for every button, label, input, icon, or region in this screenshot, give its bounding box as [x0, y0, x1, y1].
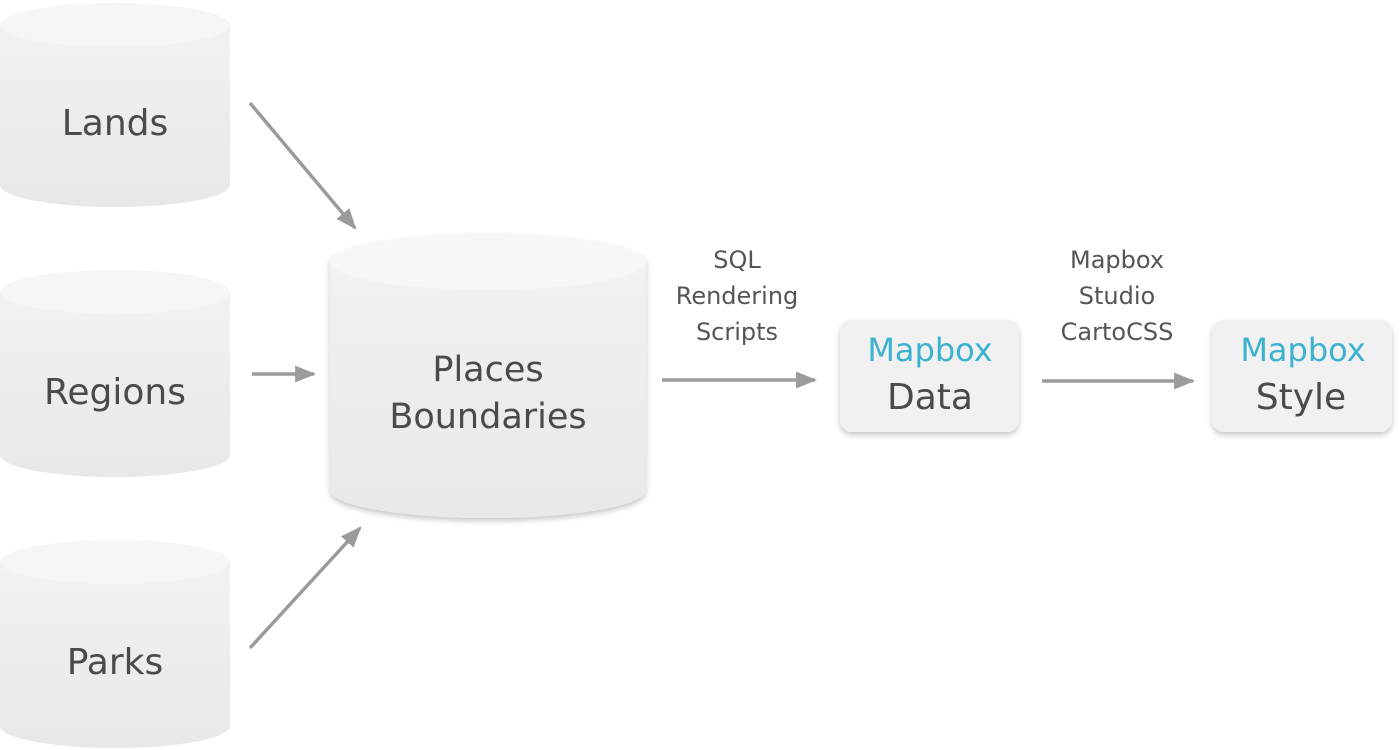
edge-label-cartocss: CartoCSS — [1061, 318, 1174, 346]
mapbox-data-brand: Mapbox — [867, 331, 992, 369]
hub-label-line2: Boundaries — [389, 397, 586, 437]
regions-cylinder: Regions — [0, 270, 230, 477]
lands-cylinder: Lands — [0, 3, 230, 207]
arrow-lands-to-hub — [248, 101, 357, 230]
places-boundaries-cylinder — [330, 234, 646, 518]
parks-cylinder: Parks — [0, 540, 230, 748]
arrow-parks-to-hub — [248, 526, 362, 650]
edge-label-sql: SQL — [713, 246, 761, 274]
mapbox-style-brand: Mapbox — [1240, 331, 1365, 369]
regions-label: Regions — [44, 372, 186, 413]
lands-label: Lands — [62, 103, 169, 144]
parks-label: Parks — [67, 642, 164, 683]
edge-label-studio: Studio — [1079, 282, 1155, 310]
edge-label-rendering: Rendering — [676, 282, 799, 310]
mapbox-data-label: Data — [887, 377, 973, 418]
hub-label-line1: Places — [432, 350, 543, 390]
mapbox-data-box — [840, 320, 1019, 432]
edge-label-scripts: Scripts — [696, 318, 778, 346]
mapbox-style-label: Style — [1256, 377, 1346, 418]
mapbox-style-box — [1212, 320, 1392, 432]
edge-label-mapbox: Mapbox — [1070, 246, 1164, 274]
